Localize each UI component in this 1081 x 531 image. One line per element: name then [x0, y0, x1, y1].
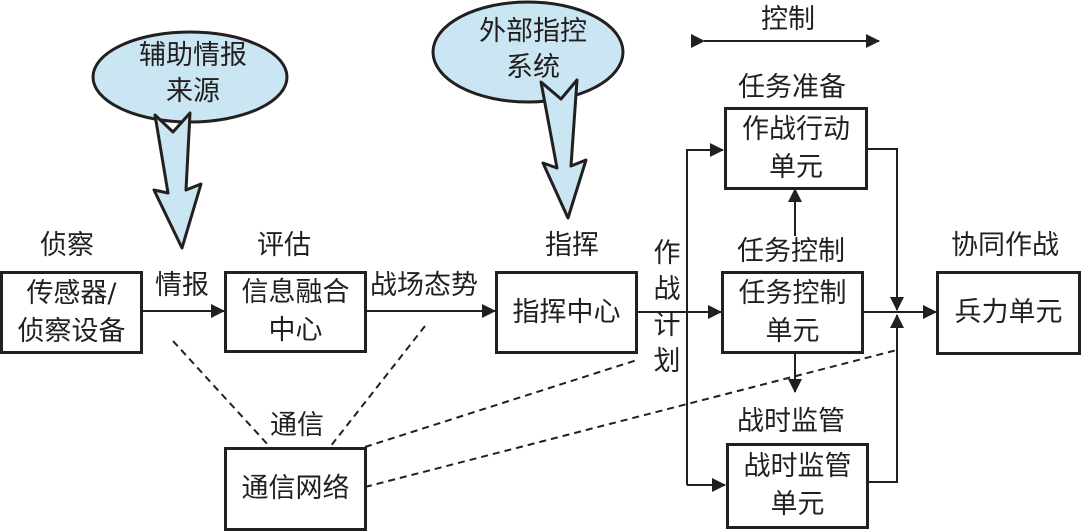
battlefield-situation-edge-label: 战场态势 [370, 270, 478, 301]
sensor-recon-line-1: 传感器/ [26, 277, 117, 309]
combat-action-unit-box[interactable]: 作战行动 单元 [724, 107, 868, 190]
comms-heading: 通信 [270, 410, 324, 441]
task-control-unit-box[interactable]: 任务控制 单元 [721, 271, 864, 354]
wartime-supervision-unit-box[interactable]: 战时监管 单元 [726, 443, 869, 529]
assess-heading: 评估 [257, 230, 311, 261]
wartime-supervision-line-1: 战时监管 [743, 451, 852, 482]
info-fusion-center-box[interactable]: 信息融合 中心 [224, 271, 367, 353]
combat-action-line-1: 作战行动 [742, 113, 850, 145]
recon-heading: 侦察 [40, 230, 94, 261]
comm-link-command [364, 359, 638, 448]
control-label: 控制 [761, 4, 815, 35]
force-unit-box[interactable]: 兵力单元 [936, 271, 1081, 355]
info-fusion-line-1: 信息融合 [241, 277, 350, 308]
external-cmd-line-2: 系统 [506, 52, 560, 83]
comm-link-sensor [172, 340, 271, 448]
task-control-line-1: 任务控制 [738, 277, 847, 309]
supervision-to-merge [867, 314, 904, 483]
force-unit-line-1: 兵力单元 [954, 297, 1063, 328]
joint-ops-heading: 协同作战 [951, 230, 1059, 261]
comm-network-line-1: 通信网络 [241, 473, 350, 504]
aux-intel-source-label: 辅助情报 来源 [118, 38, 268, 110]
task-control-heading: 任务控制 [737, 236, 845, 267]
info-fusion-line-2: 中心 [268, 315, 323, 346]
external-cmd-block-arrow [539, 78, 588, 220]
wartime-supervision-heading: 战时监管 [737, 406, 845, 437]
command-heading: 指挥 [545, 230, 599, 261]
comm-network-box[interactable]: 通信网络 [224, 447, 367, 531]
task-control-line-2: 单元 [765, 315, 820, 347]
external-cmd-line-1: 外部指控 [479, 16, 587, 47]
comm-link-merge [364, 349, 898, 488]
wartime-supervision-line-2: 单元 [770, 489, 825, 520]
aux-intel-line-1: 辅助情报 [139, 40, 247, 71]
ops-plan-char-2: 战 [653, 274, 681, 305]
command-center-box[interactable]: 指挥中心 [495, 271, 638, 354]
command-center-line-1: 指挥中心 [512, 296, 621, 328]
sensor-recon-box[interactable]: 传感器/ 侦察设备 [0, 271, 143, 354]
aux-intel-block-arrow [152, 111, 203, 250]
ops-plan-char-1: 作 [653, 238, 681, 269]
ops-plan-edge-label: 作 战 计 划 [652, 236, 682, 380]
combat-action-line-2: 单元 [769, 151, 823, 183]
intel-edge-label: 情报 [155, 270, 209, 301]
taskprep-to-merge [867, 148, 904, 311]
aux-intel-line-2: 来源 [166, 76, 220, 107]
external-cmd-source-label: 外部指控 系统 [458, 14, 608, 86]
comm-link-fusion [329, 325, 426, 448]
ops-plan-char-4: 划 [653, 346, 681, 377]
external-cmd-source-ellipse [431, 0, 625, 104]
ops-plan-bus-to-taskprep [686, 143, 724, 485]
task-prep-heading: 任务准备 [738, 72, 846, 103]
ops-plan-char-3: 计 [653, 310, 681, 341]
sensor-recon-line-2: 侦察设备 [17, 315, 126, 347]
